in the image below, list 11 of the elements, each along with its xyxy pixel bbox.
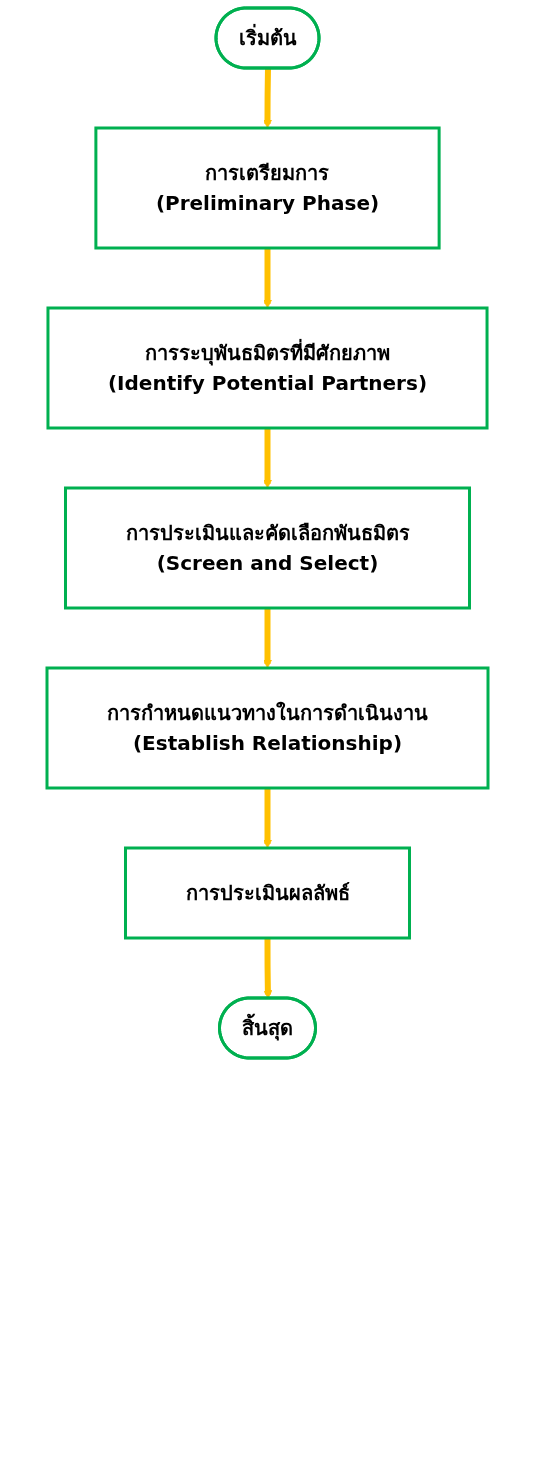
arrow	[262, 68, 272, 129]
arrow	[262, 608, 272, 669]
arrow	[262, 248, 272, 309]
node-box: การกำหนดแนวทางในการดำเนินงาน (Establish Relationship)	[45, 666, 489, 790]
arrow	[262, 788, 272, 849]
node-box: การเตรียมการ (Preliminary Phase)	[93, 126, 441, 250]
arrow	[262, 428, 272, 489]
node-box: การประเมินและคัดเลือกพันธมิตร (Screen and Select)	[63, 486, 471, 610]
node-box: การระบุพันธมิตรที่มีศักยภาพ (Identify Potential Partners)	[45, 306, 489, 430]
arrow	[262, 938, 272, 999]
node-box: การประเมินผลลัพธ์	[123, 846, 411, 940]
